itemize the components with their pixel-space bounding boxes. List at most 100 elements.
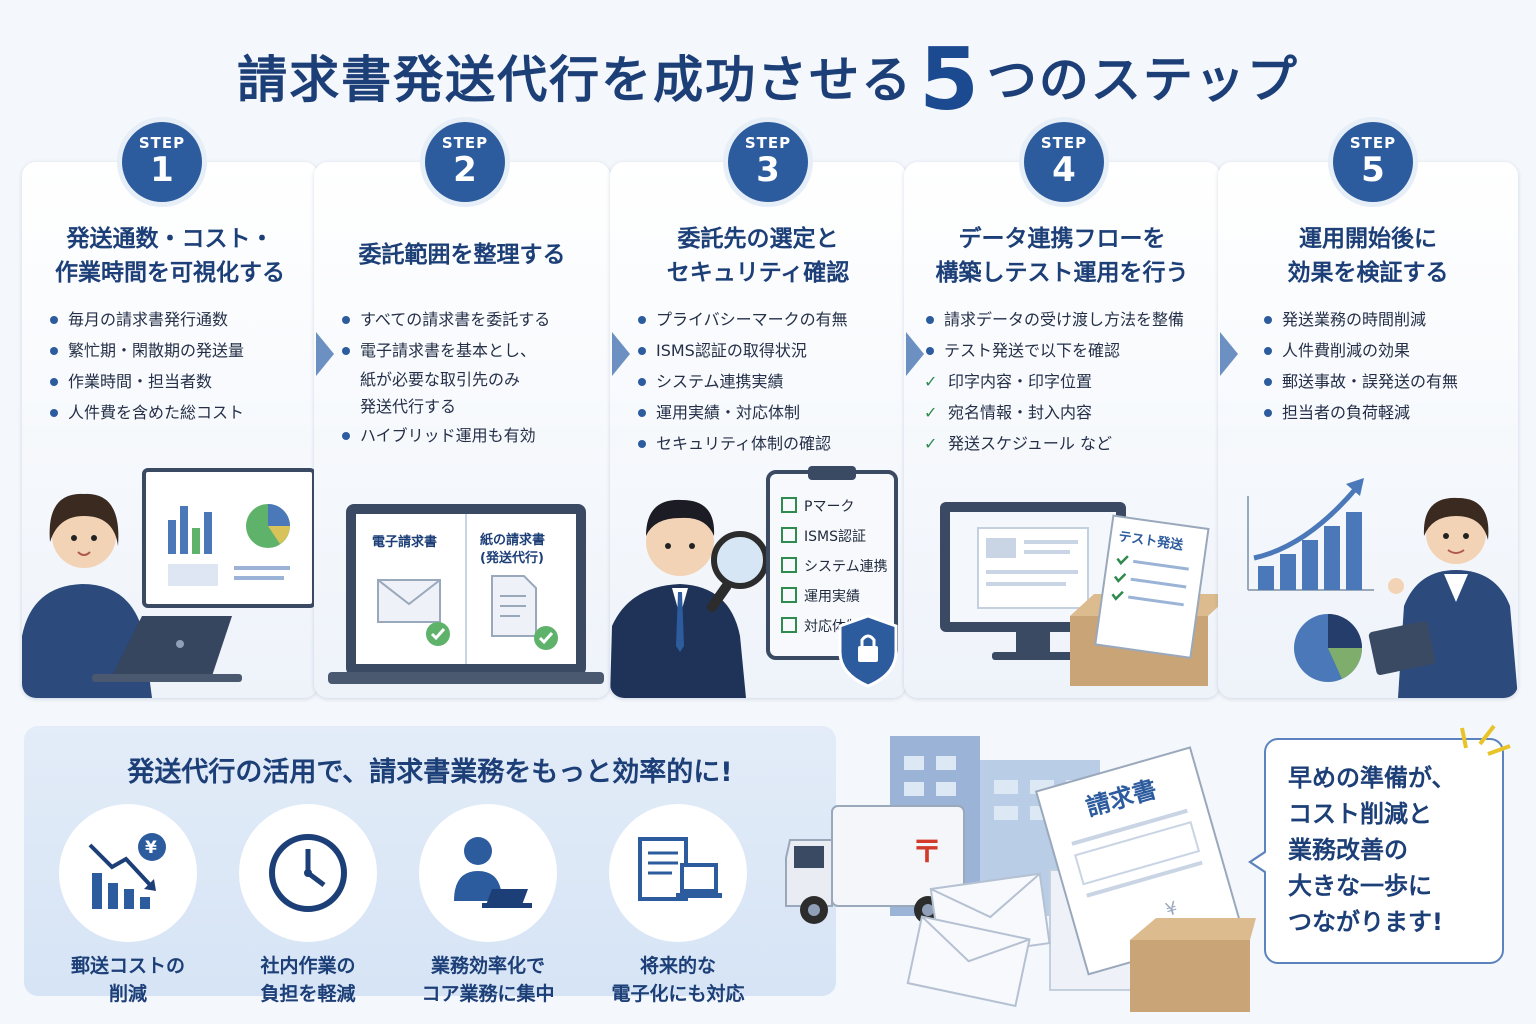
step-label: STEP: [744, 134, 792, 152]
step-list: 請求データの受け渡し方法を整備 テスト発送で以下を確認 ✓ 印字内容・印字位置 ✓…: [924, 304, 1210, 459]
envelopes: [906, 872, 1051, 1008]
list-item: 請求データの受け渡し方法を整備: [924, 304, 1210, 335]
man-magnifier-illustration: Pマーク ISMS認証 システム連携 運用実績 対応体制: [610, 466, 898, 698]
step-arrow: [316, 332, 334, 376]
list-item: ハイブリッド運用も有効: [340, 420, 600, 451]
step-list: すべての請求書を委託する 電子請求書を基本とし、 紙が必要な取引先のみ 発送代行…: [340, 304, 600, 451]
callout-line: 大きな一歩に: [1288, 872, 1432, 900]
list-item: ISMS認証の取得状況: [636, 335, 896, 366]
step-label: STEP: [1040, 134, 1088, 152]
benefit-label: 社内作業の: [260, 955, 356, 977]
checkmark-icon: ✓: [924, 372, 938, 391]
step-list: 毎月の請求書発行通数 繁忙期・閑散期の発送量 作業時間・担当者数 人件費を含めた…: [48, 304, 308, 428]
list-item: 人件費削減の効果: [1262, 335, 1508, 366]
step-label: STEP: [1349, 134, 1397, 152]
benefit-circle: [419, 804, 557, 942]
benefit-cost-reduction: ¥ 郵送コストの 削減: [38, 804, 218, 1008]
benefit-circle: ¥: [59, 804, 197, 942]
list-item: 郵送事故・誤発送の有無: [1262, 366, 1508, 397]
yen-symbol: ¥: [145, 838, 157, 858]
paper-invoice-label: 紙の請求書: [480, 532, 545, 548]
list-item: テスト発送で以下を確認: [924, 335, 1210, 366]
list-item: 人件費を含めた総コスト: [48, 397, 308, 428]
step-title-line: セキュリティ確認: [666, 260, 850, 286]
step-title: データ連携フローを 構築しテスト運用を行う: [904, 222, 1220, 290]
step-list: 発送業務の時間削減 人件費削減の効果 郵送事故・誤発送の有無 担当者の負荷軽減: [1262, 304, 1508, 428]
paper-invoice-sublabel: (発送代行): [480, 550, 544, 566]
step-label: STEP: [138, 134, 186, 152]
callout-line: 業務改善の: [1288, 836, 1408, 864]
list-item: 発送代行する: [360, 397, 457, 416]
benefit-circle: [609, 804, 747, 942]
title-number: 5: [919, 30, 981, 130]
list-item: 作業時間・担当者数: [48, 366, 308, 397]
benefits-title: 発送代行の活用で、請求書業務をもっと効率的に!: [127, 757, 733, 788]
callout-line: つながります!: [1288, 908, 1443, 936]
checklist-item: システム連携: [804, 559, 888, 575]
check-item: ✓発送スケジュール など: [924, 428, 1210, 459]
step-card-2: 委託範囲を整理する すべての請求書を委託する 電子請求書を基本とし、 紙が必要な…: [314, 162, 610, 698]
benefit-label: 郵送コストの: [70, 955, 185, 977]
benefit-digitalization: 将来的な 電子化にも対応: [588, 804, 768, 1008]
checkmark-icon: ✓: [924, 403, 938, 422]
post-mark-icon: 〒: [912, 835, 942, 870]
monitor-test-illustration: テスト発送: [940, 502, 1220, 686]
step-label: STEP: [441, 134, 489, 152]
checklist-item: 運用実績: [804, 589, 860, 605]
step-title: 委託範囲を整理する: [314, 238, 610, 272]
check-item: ✓ 宛名情報・封入内容: [924, 397, 1210, 428]
check-text: 発送スケジュール など: [948, 434, 1112, 453]
step-list: プライバシーマークの有無 ISMS認証の取得状況 システム連携実績 運用実績・対…: [636, 304, 896, 459]
step-title-line: 発送通数・コスト・: [66, 226, 274, 252]
worker-laptop-icon: [454, 837, 532, 908]
step-card-3: 委託先の選定と セキュリティ確認 プライバシーマークの有無 ISMS認証の取得状…: [610, 162, 906, 698]
list-item: 担当者の負荷軽減: [1262, 397, 1508, 428]
benefit-core-focus: 業務効率化で コア業務に集中: [398, 804, 578, 1008]
step-title-line: 構築しテスト運用を行う: [935, 260, 1189, 286]
step-title-line: 委託範囲を整理する: [358, 242, 566, 268]
step-badge-2: STEP 2: [425, 122, 505, 202]
callout-message: 早めの準備が、 コスト削減と 業務改善の 大きな一歩に つながります!: [1264, 738, 1504, 964]
test-sheet: テスト発送: [1094, 514, 1210, 659]
list-item: セキュリティ体制の確認: [636, 428, 896, 459]
step-title: 運用開始後に 効果を検証する: [1218, 222, 1518, 290]
list-item: 発送業務の時間削減: [1262, 304, 1508, 335]
benefit-circle: [239, 804, 377, 942]
step-arrow: [906, 332, 924, 376]
checklist-item: Pマーク: [804, 499, 854, 515]
title-text: 請求書発送代行を成功させる: [237, 51, 914, 109]
check-text: 印字内容・印字位置: [948, 372, 1093, 391]
title-text-end: つのステップ: [986, 51, 1299, 109]
delivery-scene-illustration: 〒 請求書 ¥: [785, 736, 1256, 1012]
list-item: 運用実績・対応体制: [636, 397, 896, 428]
callout-line: 早めの準備が、: [1288, 764, 1456, 792]
envelope-icon: [377, 579, 441, 623]
yen-mark: ¥: [1163, 898, 1180, 921]
step-number: 4: [1052, 150, 1076, 190]
benefit-label: コア業務に集中: [421, 983, 555, 1005]
step-badge-4: STEP 4: [1024, 122, 1104, 202]
step-card-5: 運用開始後に 効果を検証する 発送業務の時間削減 人件費削減の効果 郵送事故・誤…: [1218, 162, 1518, 698]
list-item: すべての請求書を委託する: [340, 304, 600, 335]
benefit-label: 削減: [108, 983, 147, 1005]
step-card-4: データ連携フローを 構築しテスト運用を行う 請求データの受け渡し方法を整備 テス…: [904, 162, 1220, 698]
spark-lines-icon: [1460, 724, 1511, 756]
step-number: 5: [1361, 150, 1385, 190]
list-item: システム連携実績: [636, 366, 896, 397]
woman-growth-illustration: [1247, 478, 1518, 698]
list-item: 紙が必要な取引先のみ: [360, 370, 521, 389]
callout-tail-inner: [1252, 852, 1267, 872]
magnifier-icon: [711, 531, 769, 589]
checklist-item: ISMS認証: [804, 529, 866, 545]
step-card-1: 発送通数・コスト・ 作業時間を可視化する 毎月の請求書発行通数 繁忙期・閑散期の…: [22, 162, 318, 698]
document-icon: [491, 575, 537, 637]
electronic-invoice-label: 電子請求書: [372, 534, 437, 550]
list-item: 毎月の請求書発行通数: [48, 304, 308, 335]
cardboard-box: [1130, 918, 1256, 1012]
check-item: ✓ 印字内容・印字位置: [924, 366, 1210, 397]
document-laptop-icon: [638, 837, 722, 901]
step-title-line: 作業時間を可視化する: [55, 260, 285, 286]
check-text: 宛名情報・封入内容: [948, 403, 1093, 422]
step-title: 発送通数・コスト・ 作業時間を可視化する: [22, 222, 318, 290]
step-number: 2: [453, 150, 477, 190]
